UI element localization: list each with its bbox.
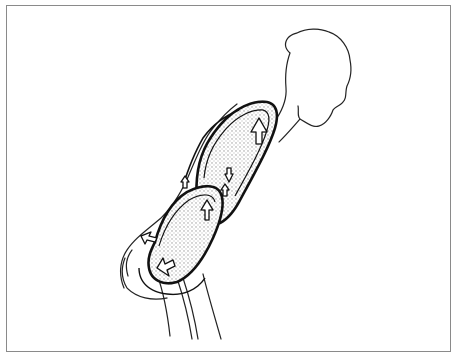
side-arrow-icon — [141, 232, 157, 244]
figure-frame — [6, 5, 451, 352]
seat-illustration — [7, 6, 452, 353]
